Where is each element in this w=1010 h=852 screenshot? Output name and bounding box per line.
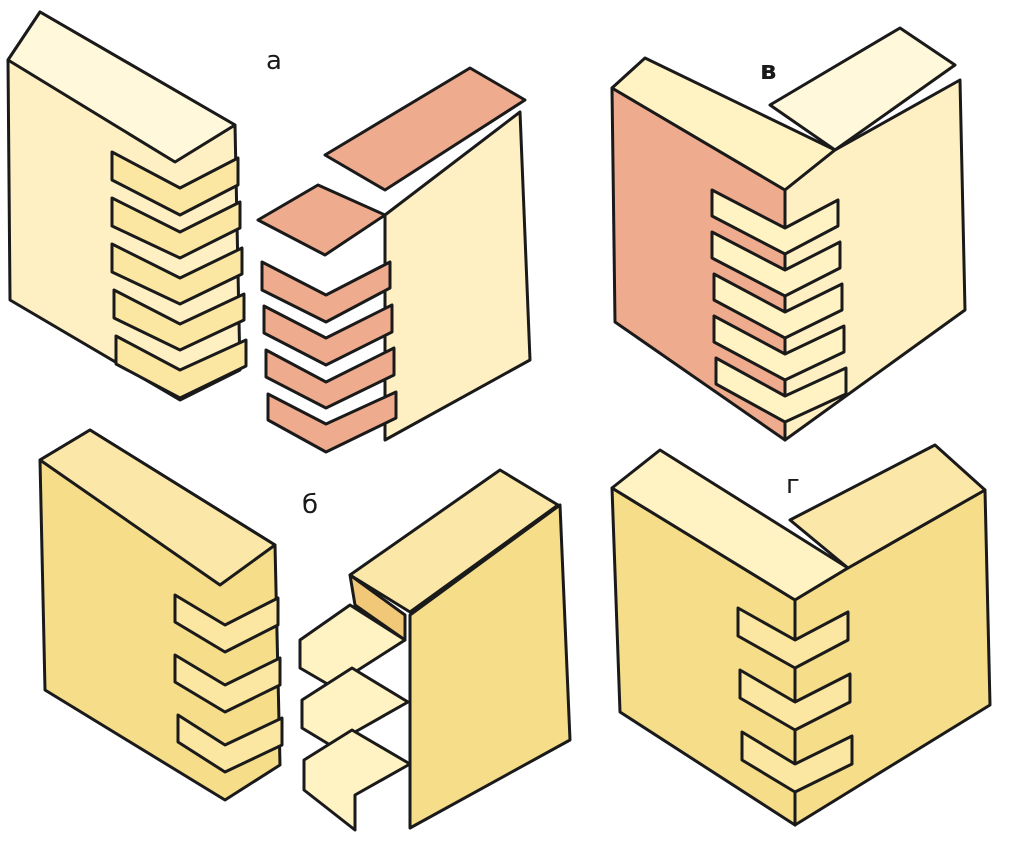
joint-a-right-step-face xyxy=(256,183,387,257)
joint-v-tenons xyxy=(710,188,848,424)
joint-a-left-tenons xyxy=(110,150,248,400)
joint-a-left-top-face xyxy=(6,10,237,164)
joint-a-right-tenons xyxy=(260,260,398,454)
label-v: в xyxy=(760,56,777,86)
joint-b-right-top-face xyxy=(348,468,560,614)
joint-b-left-top-face xyxy=(38,428,277,587)
joint-v xyxy=(610,26,967,442)
joint-g xyxy=(610,443,992,827)
joint-b-left-tenons xyxy=(173,593,284,774)
label-a: а xyxy=(266,46,282,76)
label-b: б xyxy=(302,490,319,520)
joint-a-right-top-face xyxy=(323,66,527,192)
joint-b-right-tenons xyxy=(298,603,412,832)
joint-a-left-part xyxy=(6,10,248,402)
label-g: г xyxy=(786,470,800,500)
joint-b-right-part xyxy=(298,468,572,832)
joint-g-right-top xyxy=(788,443,987,570)
joint-v-right-top xyxy=(768,26,957,152)
joint-b-left-part xyxy=(38,428,284,802)
joint-a-right-part xyxy=(256,66,532,454)
joint-b-right-side-face xyxy=(408,503,572,830)
joint-g-tenons xyxy=(736,606,854,794)
